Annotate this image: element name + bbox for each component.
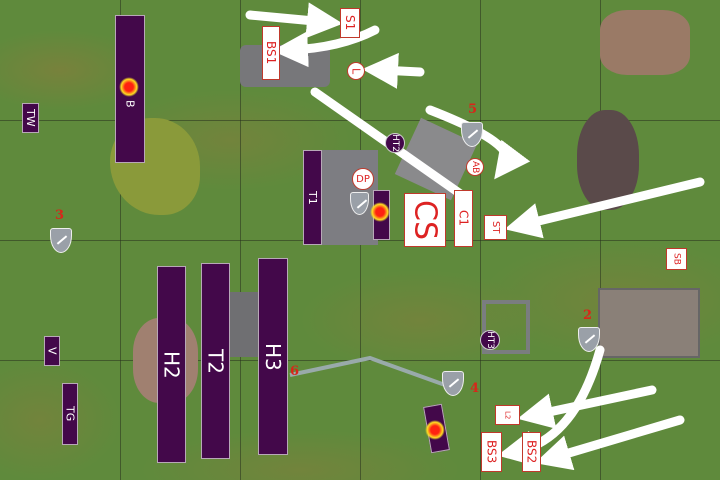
objective-shield-icon[interactable]: [350, 192, 369, 215]
unit-label: L: [349, 67, 363, 75]
ruin-terrain: [482, 300, 530, 354]
unit-label: TW: [24, 109, 37, 127]
enemy-unit-tw[interactable]: TW: [22, 103, 39, 133]
move-arrow: [534, 415, 685, 471]
move-arrow: [425, 105, 531, 180]
friendly-unit-bs2[interactable]: BS2: [522, 432, 541, 472]
unit-label: H2: [159, 350, 184, 379]
objective-shield-icon[interactable]: [442, 371, 464, 396]
enemy-unit-h2[interactable]: H2: [157, 266, 186, 463]
unit-label: T2: [203, 348, 228, 374]
enemy-unit-h3[interactable]: H3: [258, 258, 288, 455]
move-arrow: [272, 25, 380, 68]
objective-number: 5: [468, 102, 478, 117]
enemy-unit-ht3[interactable]: HT3: [480, 330, 500, 350]
objective-number: 2: [583, 308, 593, 323]
friendly-unit-c1[interactable]: C1: [454, 190, 473, 247]
unit-label: BS3: [484, 440, 499, 464]
unit-label: V: [45, 347, 59, 355]
enemy-unit-v[interactable]: V: [44, 336, 60, 366]
friendly-unit-s1[interactable]: S1: [340, 8, 360, 38]
unit-label: SB: [671, 253, 682, 265]
friendly-unit-l[interactable]: L: [347, 62, 365, 80]
unit-label: BS2: [524, 440, 539, 464]
explosion-icon: [119, 77, 139, 97]
wall-terrain: [289, 355, 446, 387]
unit-label: TG: [63, 406, 77, 422]
enemy-unit-tg[interactable]: TG: [62, 383, 78, 445]
unit-label: H3: [261, 342, 285, 371]
ruin-terrain: [230, 292, 260, 357]
unit-label: B: [123, 100, 137, 108]
enemy-unit-ht2[interactable]: HT2: [385, 133, 405, 153]
forest-terrain: [577, 110, 639, 210]
enemy-unit-t2[interactable]: T2: [201, 263, 230, 459]
explosion-icon: [370, 202, 390, 222]
objective-shield-icon[interactable]: [461, 122, 483, 147]
friendly-unit-ab[interactable]: AB: [466, 158, 484, 176]
move-arrow: [245, 2, 343, 39]
move-arrow: [517, 385, 657, 429]
friendly-unit-st[interactable]: ST: [484, 215, 507, 240]
friendly-unit-dp[interactable]: DP: [352, 168, 374, 190]
unit-label: AB: [470, 160, 480, 174]
objective-shield-icon[interactable]: [578, 327, 600, 352]
objective-number: 4: [470, 381, 480, 396]
unit-label: C1: [456, 210, 471, 227]
unit-label: L2: [503, 410, 512, 420]
building-terrain: [598, 288, 700, 358]
enemy-unit-t1[interactable]: T1: [303, 150, 322, 245]
unit-label: BS1: [264, 41, 278, 65]
rocky-terrain: [600, 10, 690, 75]
unit-label: ST: [490, 221, 501, 234]
unit-label: DP: [356, 173, 370, 185]
explosion-icon: [425, 420, 445, 440]
move-arrow: [504, 177, 705, 239]
move-arrow: [362, 52, 425, 89]
unit-label: CS: [407, 200, 443, 240]
unit-label: S1: [343, 15, 357, 31]
objective-shield-icon[interactable]: [50, 228, 72, 253]
friendly-unit-bs3[interactable]: BS3: [481, 432, 502, 472]
friendly-unit-sb[interactable]: SB: [666, 248, 687, 270]
unit-label: T1: [306, 190, 319, 205]
friendly-unit-bs1[interactable]: BS1: [262, 26, 280, 80]
friendly-unit-l2[interactable]: L2: [495, 405, 520, 425]
objective-number: 3: [55, 208, 65, 223]
unit-label: HT2: [390, 134, 400, 152]
unit-label: HT3: [485, 331, 495, 349]
friendly-unit-cs[interactable]: CS: [404, 193, 446, 247]
objective-number: 6: [290, 364, 300, 379]
